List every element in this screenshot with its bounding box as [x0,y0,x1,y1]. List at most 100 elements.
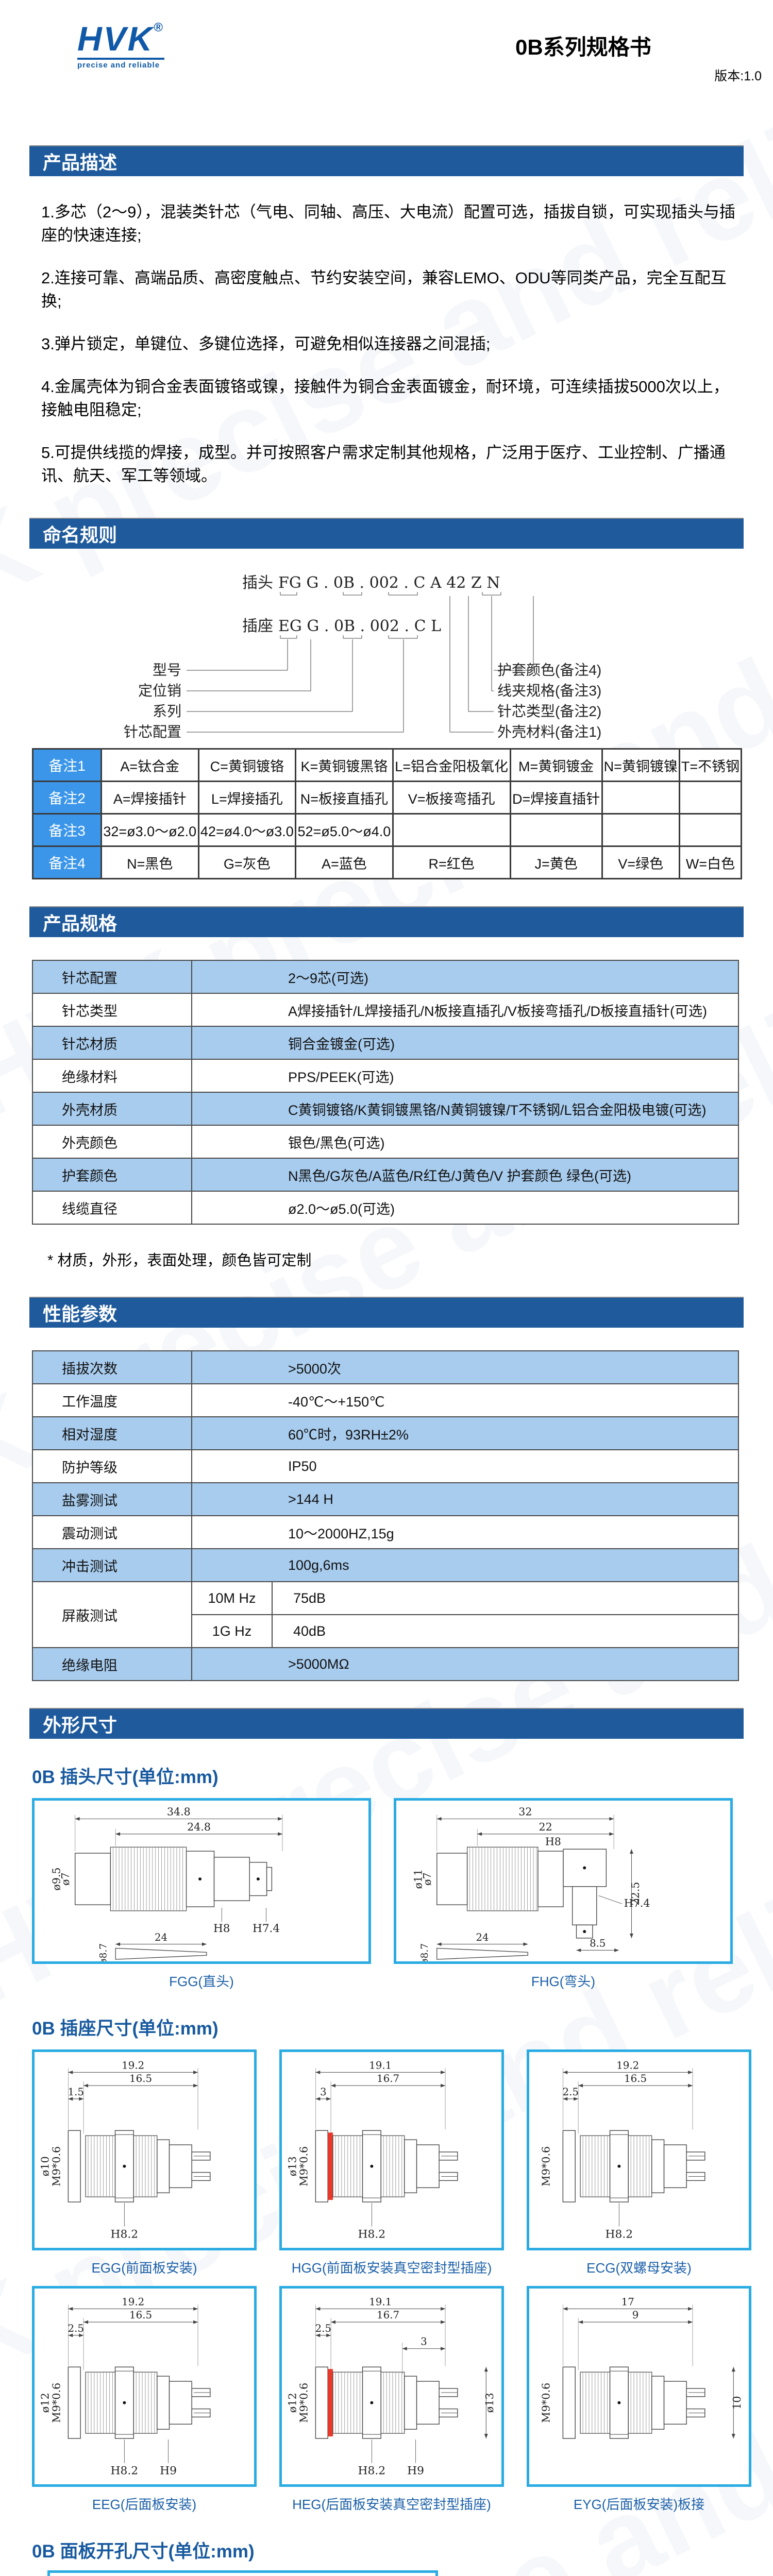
product-description-list: 1.多芯（2～9），混装类针芯（气电、同轴、高压、大电流）配置可选，插拔自锁，可… [0,176,773,491]
socket-dims-subtitle: 0B 插座尺寸(单位:mm) [32,2019,219,2039]
spec-value-cell: N黑色/G灰色/A蓝色/R红色/J黄色/V 护套颜色 绿色(可选) [191,1158,739,1192]
note-label-cell: 备注3 [32,813,102,847]
note-value-cell: L=焊接插孔 [197,781,297,815]
svg-text:24: 24 [155,1931,167,1943]
table-row: 针芯材质铜合金镀金(可选) [32,1026,739,1060]
note-value-cell: K=黄铜镀黑铬 [295,748,394,782]
figure-caption: EYG(后面板安装)板接 [573,2497,705,2512]
note-value-cell [678,781,743,815]
svg-text:3: 3 [421,2336,427,2348]
svg-text:2.5: 2.5 [563,2086,579,2098]
spec-label-cell: 护套颜色 [32,1158,192,1192]
perf-frequency-cell: 10M Hz [191,1581,273,1615]
perf-frequency-cell: 1G Hz [191,1614,273,1648]
perf-label-cell: 绝缘电阻 [32,1647,192,1681]
svg-text:ø8.7: ø8.7 [98,1943,109,1961]
svg-text:ø12: ø12 [287,2393,299,2413]
svg-text:H8: H8 [213,1922,230,1935]
svg-text:M9*0.6: M9*0.6 [540,2383,552,2423]
perf-label-cell: 冲击测试 [32,1548,192,1582]
note-value-cell: L=铝合金阳极氧化 [392,748,511,782]
svg-text:M9*0.6: M9*0.6 [51,2146,63,2187]
svg-text:H8.2: H8.2 [111,2464,139,2477]
panel-cutout-figure-wrap: 14.5miniø9.1+0.1-08.3+0.1-0 [0,2570,773,2576]
table-row: 盐雾测试>144 H [32,1482,739,1516]
svg-text:9: 9 [632,2309,639,2321]
section-banner-product-description: 产品描述 [29,145,744,176]
section-banner-product-spec: 产品规格 [29,906,744,937]
svg-text:H8: H8 [545,1835,561,1848]
figure-caption: EGG(前面板安装) [91,2260,197,2276]
section-banner-dimensions: 外形尺寸 [29,1708,744,1739]
svg-text:M9*0.6: M9*0.6 [540,2146,552,2187]
svg-text:16.5: 16.5 [624,2073,647,2084]
svg-text:16.7: 16.7 [377,2309,399,2321]
svg-text:16.5: 16.5 [129,2309,152,2321]
spec-value-cell: 银色/黑色(可选) [191,1125,739,1159]
note-value-cell: N=黄铜镀镍 [601,748,680,782]
svg-text:H8.2: H8.2 [358,2464,386,2477]
plug-dims-subtitle: 0B 插头尺寸(单位:mm) [32,1767,219,1787]
perf-value-cell: -40℃～+150℃ [191,1383,739,1417]
note-value-cell: W=白色 [678,845,743,879]
note-label-cell: 备注4 [32,845,102,879]
perf-value-cell: 60℃时，93RH±2% [191,1416,739,1450]
perf-value-cell: 75dB [272,1581,739,1615]
svg-text:19.1: 19.1 [369,2059,392,2071]
spec-note: * 材质，外形，表面处理，颜色皆可定制 [47,1252,312,1269]
svg-text:ø10: ø10 [39,2156,52,2176]
spec-label-cell: 针芯配置 [32,960,192,994]
description-item: 3.弹片锁定，单键位、多键位选择，可避免相似连接器之间混插; [41,335,491,353]
note-value-cell: 32=ø3.0～ø2.0 [100,813,199,847]
note-value-cell: A=焊接插针 [100,781,199,815]
note-value-cell: A=钛合金 [100,748,199,782]
section-banner-performance: 性能参数 [29,1297,744,1328]
svg-text:ø7: ø7 [421,1872,433,1886]
spec-label-cell: 针芯材质 [32,1026,192,1060]
description-item: 2.连接可靠、高端品质、高密度触点、节约安装空间，兼容LEMO、ODU等同类产品… [41,269,727,310]
svg-text:19.2: 19.2 [122,2296,144,2308]
note-value-cell: M=黄铜镀金 [509,748,603,782]
figure-caption: HEG(后面板安装真空密封型插座) [292,2497,491,2512]
svg-text:针芯类型(备注2): 针芯类型(备注2) [497,703,601,719]
svg-text:19.2: 19.2 [616,2059,639,2071]
perf-value-cell: >5000MΩ [191,1647,739,1681]
svg-text:22: 22 [539,1821,552,1833]
svg-text:型号: 型号 [153,662,181,678]
svg-text:8.5: 8.5 [590,1938,606,1950]
note-value-cell [678,813,743,847]
spec-value-cell: C黄铜镀铬/K黄铜镀黑铬/N黄铜镀镍/T不锈钢/L铝合金阳极电镀(可选) [191,1092,739,1126]
svg-text:24.8: 24.8 [187,1821,211,1833]
svg-text:M9*0.6: M9*0.6 [51,2383,63,2423]
svg-text:ø7: ø7 [59,1872,72,1886]
spec-label-cell: 针芯类型 [32,993,192,1027]
spec-label-cell: 绝缘材料 [32,1059,192,1093]
note-value-cell: 42=ø4.0～ø3.0 [197,813,297,847]
section-banner-naming: 命名规则 [29,518,744,549]
perf-value-cell: >144 H [191,1482,739,1516]
